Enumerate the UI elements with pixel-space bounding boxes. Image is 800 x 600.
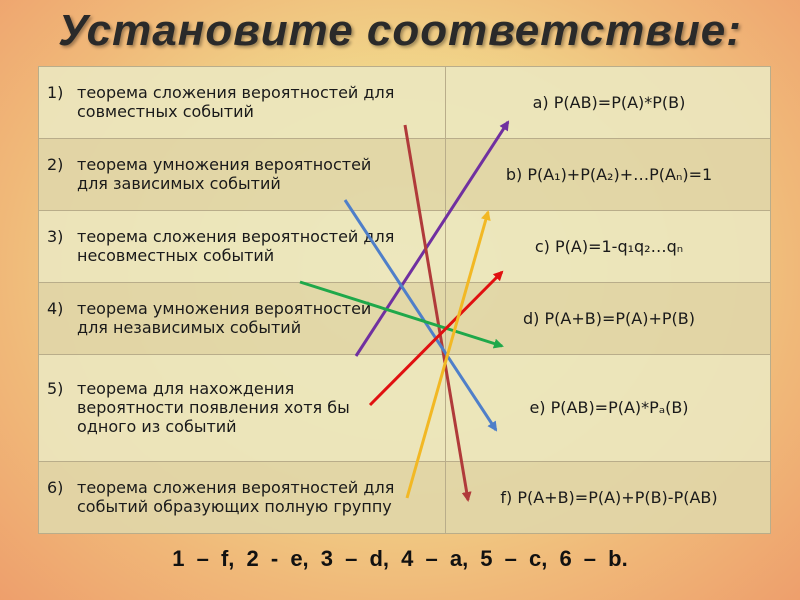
theorem-line: теорема сложения вероятностей для <box>77 83 395 103</box>
slide-title: Установите соответствие: <box>58 6 742 55</box>
theorem-cell-4: 4) теорема умножения вероятностей для нез… <box>38 281 446 355</box>
theorem-line: событий образующих полную группу <box>77 497 392 517</box>
answer-key: 1 – f, 2 - e, 3 – d, 4 – a, 5 – c, 6 – b… <box>172 546 628 571</box>
theorem-line: для зависимых событий <box>77 174 281 194</box>
table-row: 3) теорема сложения вероятностей для несо… <box>38 209 771 283</box>
table-row: 1) теорема сложения вероятностей для совм… <box>38 66 771 139</box>
formula-cell-a: a) P(AB)=P(A)*P(B) <box>445 66 771 139</box>
theorem-cell-3: 3) теорема сложения вероятностей для несо… <box>38 209 446 283</box>
table-row: 5) теорема для нахождения вероятности поя… <box>38 353 771 462</box>
formula-cell-b: b) P(A₁)+P(A₂)+…P(Aₙ)=1 <box>445 137 771 211</box>
table-row: 2) теорема умножения вероятностей для зав… <box>38 137 771 211</box>
theorem-line: вероятности появления хотя бы <box>77 398 350 418</box>
theorem-cell-5: 5) теорема для нахождения вероятности поя… <box>38 353 446 462</box>
row-number: 4) <box>47 299 64 319</box>
theorem-line: для независимых событий <box>77 318 302 338</box>
theorem-line: теорема сложения вероятностей для <box>77 478 395 498</box>
formula-cell-d: d) P(A+B)=P(A)+P(B) <box>445 281 771 355</box>
matching-table: 1) теорема сложения вероятностей для совм… <box>38 66 771 535</box>
theorem-line: несовместных событий <box>77 246 275 266</box>
table-row: 4) теорема умножения вероятностей для нез… <box>38 281 771 355</box>
theorem-cell-2: 2) теорема умножения вероятностей для зав… <box>38 137 446 211</box>
theorem-line: одного из событий <box>77 417 237 437</box>
row-number: 2) <box>47 155 64 175</box>
formula-cell-f: f) P(A+B)=P(A)+P(B)-P(AB) <box>445 460 771 535</box>
theorem-line: теорема умножения вероятностей <box>77 299 372 319</box>
theorem-line: совместных событий <box>77 102 254 122</box>
theorem-cell-1: 1) теорема сложения вероятностей для совм… <box>38 66 446 139</box>
row-number: 6) <box>47 478 64 498</box>
row-number: 1) <box>47 83 64 103</box>
table-row: 6) теорема сложения вероятностей для собы… <box>38 460 771 535</box>
row-number: 5) <box>47 379 64 399</box>
theorem-cell-6: 6) теорема сложения вероятностей для собы… <box>38 460 446 535</box>
formula-cell-c: c) P(A)=1-q₁q₂…qₙ <box>445 209 771 283</box>
theorem-line: теорема сложения вероятностей для <box>77 227 395 247</box>
row-number: 3) <box>47 227 64 247</box>
theorem-line: теорема для нахождения <box>77 379 295 399</box>
formula-cell-e: e) P(AB)=P(A)*Pₐ(B) <box>445 353 771 462</box>
theorem-line: теорема умножения вероятностей <box>77 155 372 175</box>
